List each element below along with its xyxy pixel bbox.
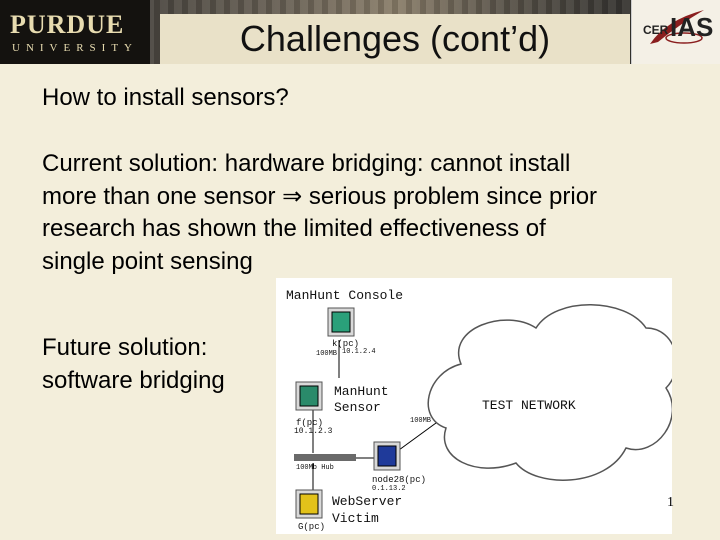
test-network-label: TEST NETWORK [482, 398, 576, 413]
header-banner: PURDUE UNIVERSITY Challenges (cont’d) CE… [0, 0, 720, 64]
current-solution-line: Current solution: hardware bridging: can… [42, 150, 571, 177]
current-solution-line: research has shown the limited effective… [42, 215, 546, 242]
console-label: ManHunt Console [286, 288, 404, 303]
sensor-computer-icon [294, 380, 324, 411]
purdue-logo: PURDUE UNIVERSITY [0, 0, 150, 64]
hub-icon [294, 454, 356, 461]
console-host: k(pc) [332, 339, 360, 349]
logo-wordmark: PURDUE [10, 10, 125, 39]
console-ip: 10.1.2.4 [342, 348, 376, 356]
webserver-label-line1: WebServer [332, 494, 403, 509]
test-network-cloud [427, 304, 672, 481]
logo-subtitle: UNIVERSITY [12, 42, 138, 54]
quill-icon [650, 10, 704, 44]
node28-ip: 0.1.13.2 [372, 485, 406, 493]
link-speed: 100MB [410, 417, 432, 425]
slide-title: Challenges (cont’d) [239, 18, 551, 59]
future-solution-line: Future solution: [42, 334, 208, 361]
console-speed: 100MB [316, 350, 338, 358]
console-computer-icon [326, 306, 356, 337]
webserver-computer-icon [294, 488, 324, 519]
sensor-label-line1: ManHunt [334, 384, 389, 399]
node28-computer-icon [372, 440, 402, 471]
page-number: 1 [667, 495, 674, 510]
current-solution-line: single point sensing [42, 248, 253, 275]
future-solution-line: software bridging [42, 367, 225, 394]
network-diagram: ManHunt Console k(pc) 10.1.2.4 100MB Man… [276, 278, 672, 534]
current-solution-line: more than one sensor ⇒ serious problem s… [42, 183, 598, 210]
cerias-logo: CER IAS [631, 0, 720, 64]
cerias-ias-text: IAS [670, 12, 714, 42]
node28-host: node28(pc) [372, 475, 427, 485]
sensor-ip: 10.1.2.3 [294, 427, 333, 436]
hub-label: 100Mb Hub [296, 464, 334, 472]
title-background [160, 14, 630, 64]
sensor-label-line2: Sensor [334, 400, 381, 415]
sensor-host: f(pc) [296, 418, 324, 428]
webserver-host: G(pc) [298, 522, 326, 532]
question-text: How to install sensors? [42, 84, 289, 111]
webserver-label-line2: Victim [332, 511, 379, 526]
cerias-cer-text: CER [643, 23, 669, 37]
